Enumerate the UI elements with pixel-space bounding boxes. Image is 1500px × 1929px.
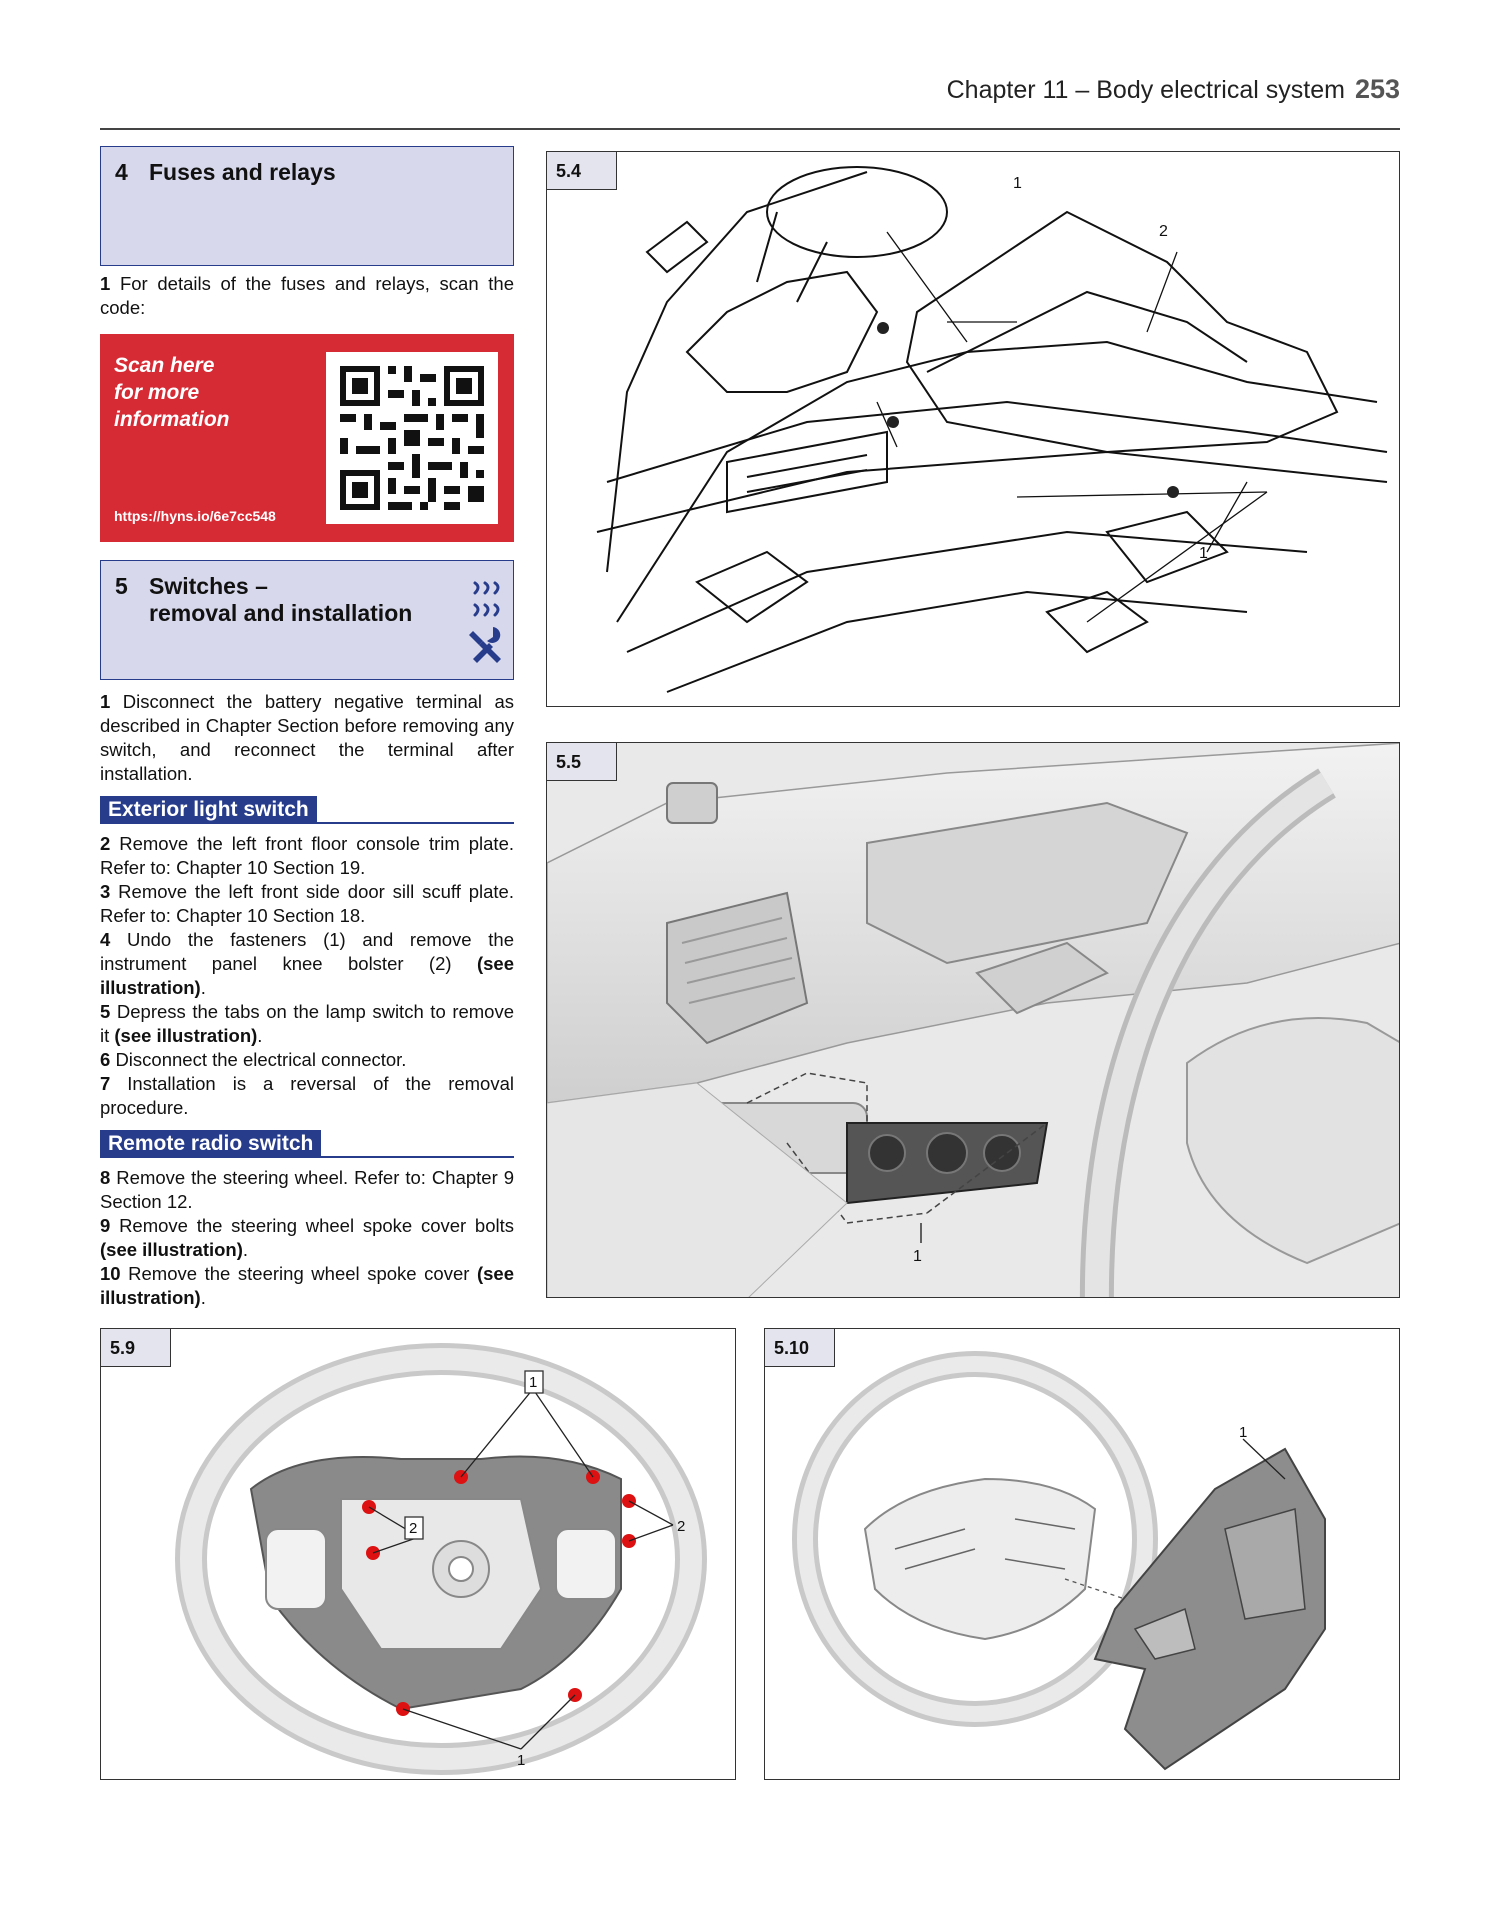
qr-code-icon[interactable] <box>326 352 498 524</box>
step-paragraph: 2 Remove the left front floor console tr… <box>100 832 514 880</box>
step-text: Remove the steering wheel spoke cover <box>128 1263 477 1284</box>
step-number: 6 <box>100 1049 111 1070</box>
qr-caption-line: Scan here <box>114 354 215 377</box>
illustration-reference: (see illustration) <box>100 953 514 998</box>
step-text: Disconnect the battery negative terminal… <box>100 691 514 784</box>
step-number: 7 <box>100 1073 111 1094</box>
callout-label: 2 <box>1159 223 1168 240</box>
step-text: Remove the left front floor console trim… <box>100 833 514 878</box>
figure-5-10: 1 5.10 <box>764 1328 1400 1780</box>
figure-5-5: 1 5.5 <box>546 742 1400 1298</box>
callout-label: 2 <box>409 1520 417 1537</box>
step-text: Installation is a reversal of the remova… <box>100 1073 514 1118</box>
qr-url[interactable]: https://hyns.io/6e7cc548 <box>114 508 276 524</box>
step-paragraph: 4 Undo the fasteners (1) and remove the … <box>100 929 514 998</box>
figure-label: 5.5 <box>547 743 617 781</box>
step-text: Remove the steering wheel. Refer to: Cha… <box>100 1167 515 1212</box>
page-number: 253 <box>1354 74 1400 104</box>
section-number: 4 <box>115 159 128 185</box>
section-title-line2: removal and installation <box>149 600 413 626</box>
callout-label: 1 <box>1239 1424 1247 1441</box>
step-text: Depress the tabs on the lamp switch to r… <box>100 1001 515 1046</box>
figure-5-4: 1 2 1 5.4 <box>546 151 1400 707</box>
step-number: 2 <box>100 833 111 854</box>
step-text: Remove the left front side door sill scu… <box>100 881 514 926</box>
illustration-reference: (see illustration) <box>100 1263 515 1308</box>
step-paragraph: 3 Remove the left front side door sill s… <box>100 880 514 928</box>
dashboard-lamp-switch-illustration: 1 <box>547 743 1399 1297</box>
step-number: 3 <box>100 881 111 902</box>
section-5-intro: 1 Disconnect the battery negative termin… <box>100 690 514 786</box>
wrench-difficulty-icon <box>469 581 501 663</box>
chapter-title: Chapter 11 – Body electrical system <box>946 76 1345 104</box>
section-4-text: 1 For details of the fuses and relays, s… <box>100 272 514 320</box>
step-text: Disconnect the electrical connector. <box>115 1049 407 1070</box>
subhead-label: Exterior light switch <box>100 796 317 824</box>
section-title: Fuses and relays <box>149 159 336 185</box>
callout-label: 1 <box>517 1752 525 1769</box>
qr-code-graphic <box>326 352 498 524</box>
step-text: For details of the fuses and relays, sca… <box>100 273 515 318</box>
figure-label: 5.10 <box>765 1329 835 1367</box>
callout-label: 1 <box>1199 545 1208 562</box>
step-paragraph: 10 Remove the steering wheel spoke cover… <box>100 1263 515 1308</box>
exterior-steps: 2 Remove the left front floor console tr… <box>100 832 514 1120</box>
step-paragraph: 6 Disconnect the electrical connector. <box>100 1048 514 1072</box>
step-text: Remove the steering wheel spoke cover bo… <box>119 1215 515 1236</box>
step-number: 5 <box>100 1001 111 1022</box>
step-paragraph: 9 Remove the steering wheel spoke cover … <box>100 1215 515 1260</box>
step-number: 1 <box>100 273 111 294</box>
subhead-remote-radio-switch: Remote radio switch <box>100 1130 514 1158</box>
figure-label: 5.4 <box>547 152 617 190</box>
step-number: 1 <box>100 691 111 712</box>
steering-wheel-bolts-illustration: 1 2 2 1 <box>175 1343 707 1775</box>
step-paragraph: 5 Depress the tabs on the lamp switch to… <box>100 1001 515 1046</box>
step-number: 10 <box>100 1263 121 1284</box>
header-rule <box>100 128 1400 130</box>
running-header: Chapter 11 – Body electrical system 253 <box>100 74 1400 114</box>
illustration-reference: (see illustration) <box>114 1025 258 1046</box>
qr-promo-panel[interactable]: Scan here for more information https://h… <box>100 334 514 542</box>
callout-label: 2 <box>677 1518 685 1535</box>
section-5-heading: 5 Switches – removal and installation <box>100 560 514 680</box>
step-text: Undo the fasteners (1) and remove the in… <box>100 929 514 974</box>
callout-label: 1 <box>529 1374 537 1391</box>
qr-caption-line: information <box>114 408 230 431</box>
qr-caption: Scan here for more information <box>114 352 294 433</box>
callout-label: 1 <box>913 1248 922 1265</box>
knee-bolster-illustration: 1 2 1 <box>596 166 1388 693</box>
step-number: 9 <box>100 1215 111 1236</box>
subhead-label: Remote radio switch <box>100 1130 322 1158</box>
radio-steps: 8 Remove the steering wheel. Refer to: C… <box>100 1166 514 1310</box>
step-number: 8 <box>100 1167 111 1188</box>
step-number: 4 <box>100 929 111 950</box>
qr-caption-line: for more <box>114 381 200 404</box>
figure-label: 5.9 <box>101 1329 171 1367</box>
section-title: Switches – <box>149 573 268 599</box>
illustration-reference: (see illustration) <box>100 1239 243 1260</box>
section-number: 5 <box>115 573 128 599</box>
step-paragraph: 7 Installation is a reversal of the remo… <box>100 1072 514 1120</box>
section-4-heading: 4 Fuses and relays <box>100 146 514 266</box>
callout-label: 1 <box>1013 175 1022 192</box>
step-paragraph: 8 Remove the steering wheel. Refer to: C… <box>100 1166 514 1214</box>
steering-wheel-spoke-cover-illustration: 1 <box>792 1351 1326 1771</box>
figure-5-9: 1 2 2 1 5.9 <box>100 1328 736 1780</box>
subhead-exterior-light-switch: Exterior light switch <box>100 796 514 824</box>
